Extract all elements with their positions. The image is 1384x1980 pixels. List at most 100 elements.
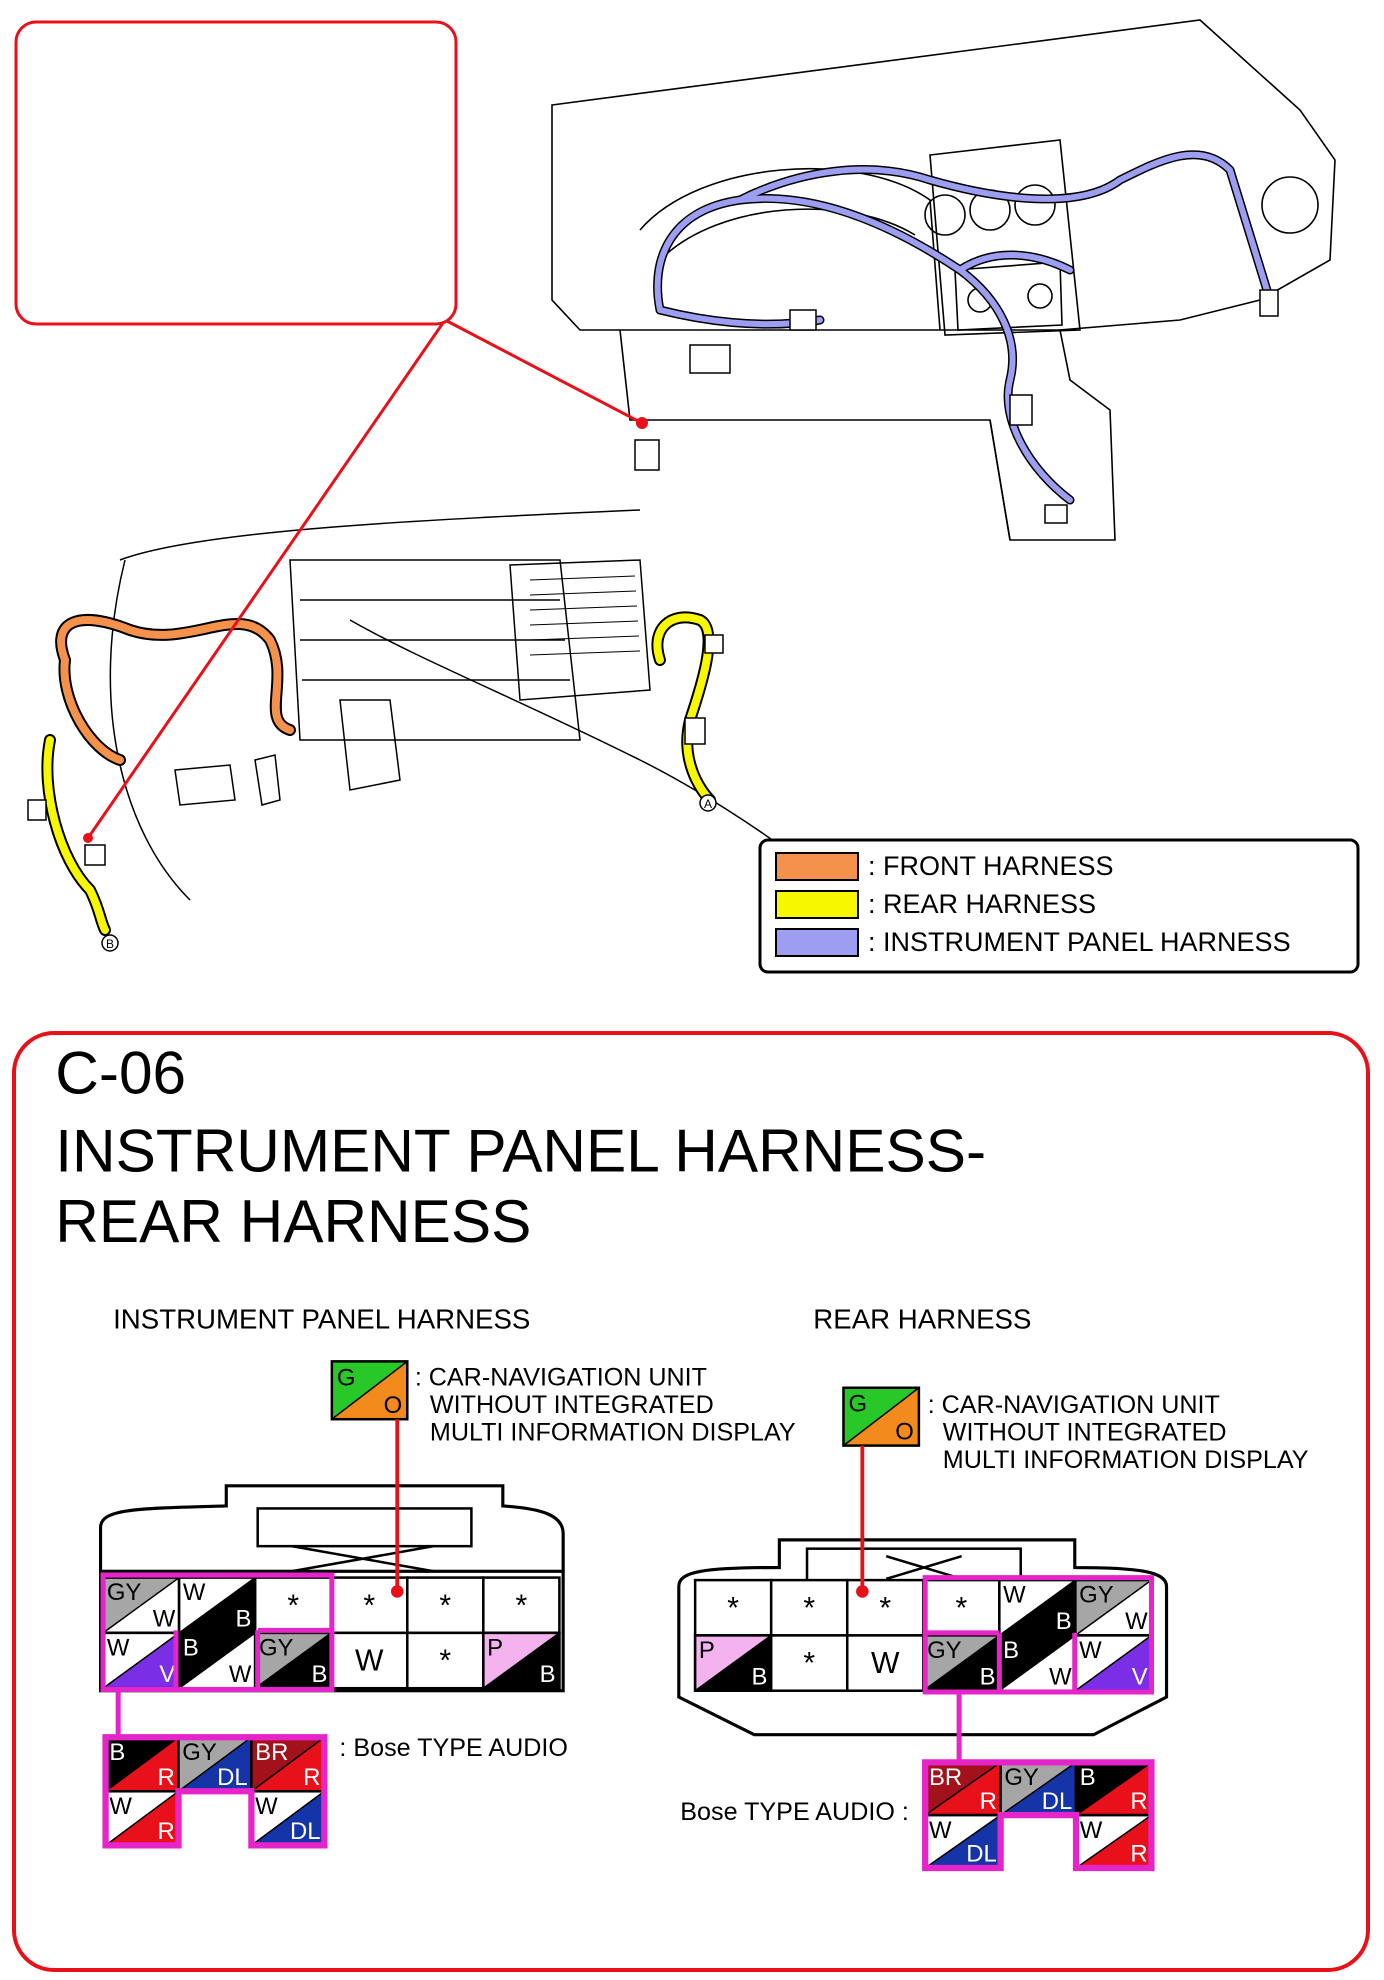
wire-code-top: B: [109, 1739, 125, 1766]
svg-text:B: B: [106, 937, 114, 951]
wire-code-bottom: DL: [217, 1764, 248, 1791]
rear-pin-r2-3: W: [845, 1634, 925, 1692]
wire-code-top: W: [1079, 1637, 1102, 1664]
connector-title-line2: REAR HARNESS: [55, 1187, 531, 1255]
pin-label: W: [355, 1645, 384, 1678]
ip-pin-r1-1: GY W: [101, 1576, 181, 1635]
svg-text:A: A: [704, 797, 712, 811]
rear-pin-r2-5: BW: [998, 1634, 1077, 1692]
wire-code-top: B: [1080, 1764, 1096, 1791]
wire-code-top: GY: [1079, 1582, 1114, 1609]
ip-pin-r1-3: *: [253, 1576, 333, 1635]
pin-label: *: [879, 1592, 891, 1625]
rear-pin-r2-1: PB: [693, 1634, 773, 1692]
rear-pin-r1-2: *: [769, 1578, 849, 1637]
swatch-code-bottom: O: [384, 1392, 403, 1419]
ip-pin-r2-2: BW: [177, 1631, 257, 1690]
swatch-code-bottom: O: [895, 1418, 914, 1445]
pin-label: *: [727, 1592, 739, 1625]
callout-point-footwell: [83, 833, 93, 843]
ip-pin-r2-1: WV: [101, 1631, 181, 1690]
pin-label: *: [803, 1592, 815, 1625]
wire-code-bottom: W: [1049, 1663, 1072, 1690]
ip-bose-pin-r1-3: BR R: [250, 1735, 326, 1793]
ip-harness-connector: INSTRUMENT PANEL HARNESSGYWWB****WVBWGYB…: [98, 1304, 796, 1849]
rear-bose-outline: [922, 1759, 1155, 1872]
rear-pin-r1-6: GYW: [1074, 1578, 1153, 1637]
rear-pin-r1-1: *: [693, 1578, 773, 1637]
wire-code-bottom: W: [153, 1606, 176, 1633]
legend-swatch: [775, 852, 859, 881]
wire-code-top: BR: [255, 1739, 288, 1766]
callout-leader-lines: [86, 318, 641, 839]
legend-label: : INSTRUMENT PANEL HARNESS: [868, 927, 1291, 957]
pin-label: *: [515, 1589, 527, 1622]
swatch-code-top: G: [849, 1391, 868, 1418]
pin-label: *: [363, 1589, 375, 1622]
ip-pin-r2-4: W: [329, 1631, 409, 1690]
wire-code-bottom: DL: [966, 1841, 997, 1868]
wire-code-bottom: B: [540, 1661, 556, 1688]
ip-pin-r2-5: *: [406, 1631, 485, 1690]
pin-label: *: [803, 1647, 815, 1680]
rear-nav-note-line: WITHOUT INTEGRATED: [943, 1419, 1227, 1447]
legend-label: : FRONT HARNESS: [868, 851, 1114, 881]
ip-latch: [256, 1507, 473, 1548]
ip-bose-highlight: [100, 1572, 335, 1692]
connector-title-line1: INSTRUMENT PANEL HARNESS-: [55, 1117, 986, 1185]
wire-code-bottom: R: [1130, 1841, 1147, 1868]
ip-latch-x: [291, 1544, 434, 1573]
ip-bose-pin-r2-1: WR: [104, 1790, 180, 1847]
wire-code-top: GY: [259, 1635, 294, 1662]
pin-label: *: [955, 1592, 967, 1625]
swatch-code-top: G: [337, 1364, 356, 1391]
ip-nav-note-line: WITHOUT INTEGRATED: [430, 1391, 714, 1419]
wire-code-top: P: [699, 1637, 715, 1664]
ip-nav-note-line: : CAR-NAVIGATION UNIT: [415, 1363, 707, 1391]
legend-item: : INSTRUMENT PANEL HARNESS: [775, 927, 1291, 957]
wire-code-bottom: R: [980, 1788, 997, 1815]
legend-item: : FRONT HARNESS: [775, 851, 1114, 881]
rear-bose-pin-r2-1: WDL: [923, 1813, 1002, 1870]
wire-code-top: W: [107, 1635, 130, 1662]
wire-code-top: B: [1003, 1637, 1019, 1664]
wire-code-bottom: V: [159, 1661, 175, 1688]
ip-pin-r1-6: *: [482, 1576, 561, 1635]
wire-code-top: W: [1080, 1817, 1103, 1844]
ip-bose-pin-r2-2: WDL: [250, 1790, 326, 1847]
pin-label: *: [439, 1589, 451, 1622]
wire-code-bottom: R: [157, 1818, 174, 1845]
marker-a: A: [699, 794, 717, 812]
wire-code-bottom: R: [303, 1764, 320, 1791]
nav-unit-swatch: GO: [330, 1360, 409, 1421]
wire-code-bottom: DL: [1042, 1788, 1073, 1815]
legend-swatch: [775, 928, 859, 957]
rear-pin-r1-5: WB: [998, 1578, 1077, 1637]
wire-code-bottom: B: [1056, 1608, 1072, 1635]
legend-item: : REAR HARNESS: [775, 889, 1096, 919]
wire-code-top: W: [1003, 1582, 1026, 1609]
pin-label: *: [439, 1645, 451, 1678]
ip-nav-pin-dot: [390, 1585, 404, 1598]
wire-code-bottom: B: [312, 1661, 328, 1688]
pin-label: *: [287, 1589, 299, 1622]
wire-code-top: W: [109, 1793, 132, 1820]
rear-nav-note-line: MULTI INFORMATION DISPLAY: [943, 1446, 1309, 1474]
wire-code-top: W: [183, 1579, 206, 1606]
dashboard-illustration: [551, 19, 1336, 541]
ip-pin-r1-2: WB: [177, 1576, 257, 1635]
wire-code-top: GY: [1004, 1764, 1039, 1791]
rear-latch-x: [885, 1555, 962, 1581]
wire-code-top: GY: [107, 1579, 142, 1606]
wire-code-top: P: [487, 1635, 503, 1662]
wire-code-bottom: V: [1132, 1663, 1148, 1690]
rear-harness-heading: REAR HARNESS: [813, 1304, 1031, 1335]
ip-pin-r1-5: *: [406, 1576, 485, 1635]
dash-connectors: [634, 289, 1279, 524]
ip-harness-heading: INSTRUMENT PANEL HARNESS: [113, 1304, 530, 1335]
